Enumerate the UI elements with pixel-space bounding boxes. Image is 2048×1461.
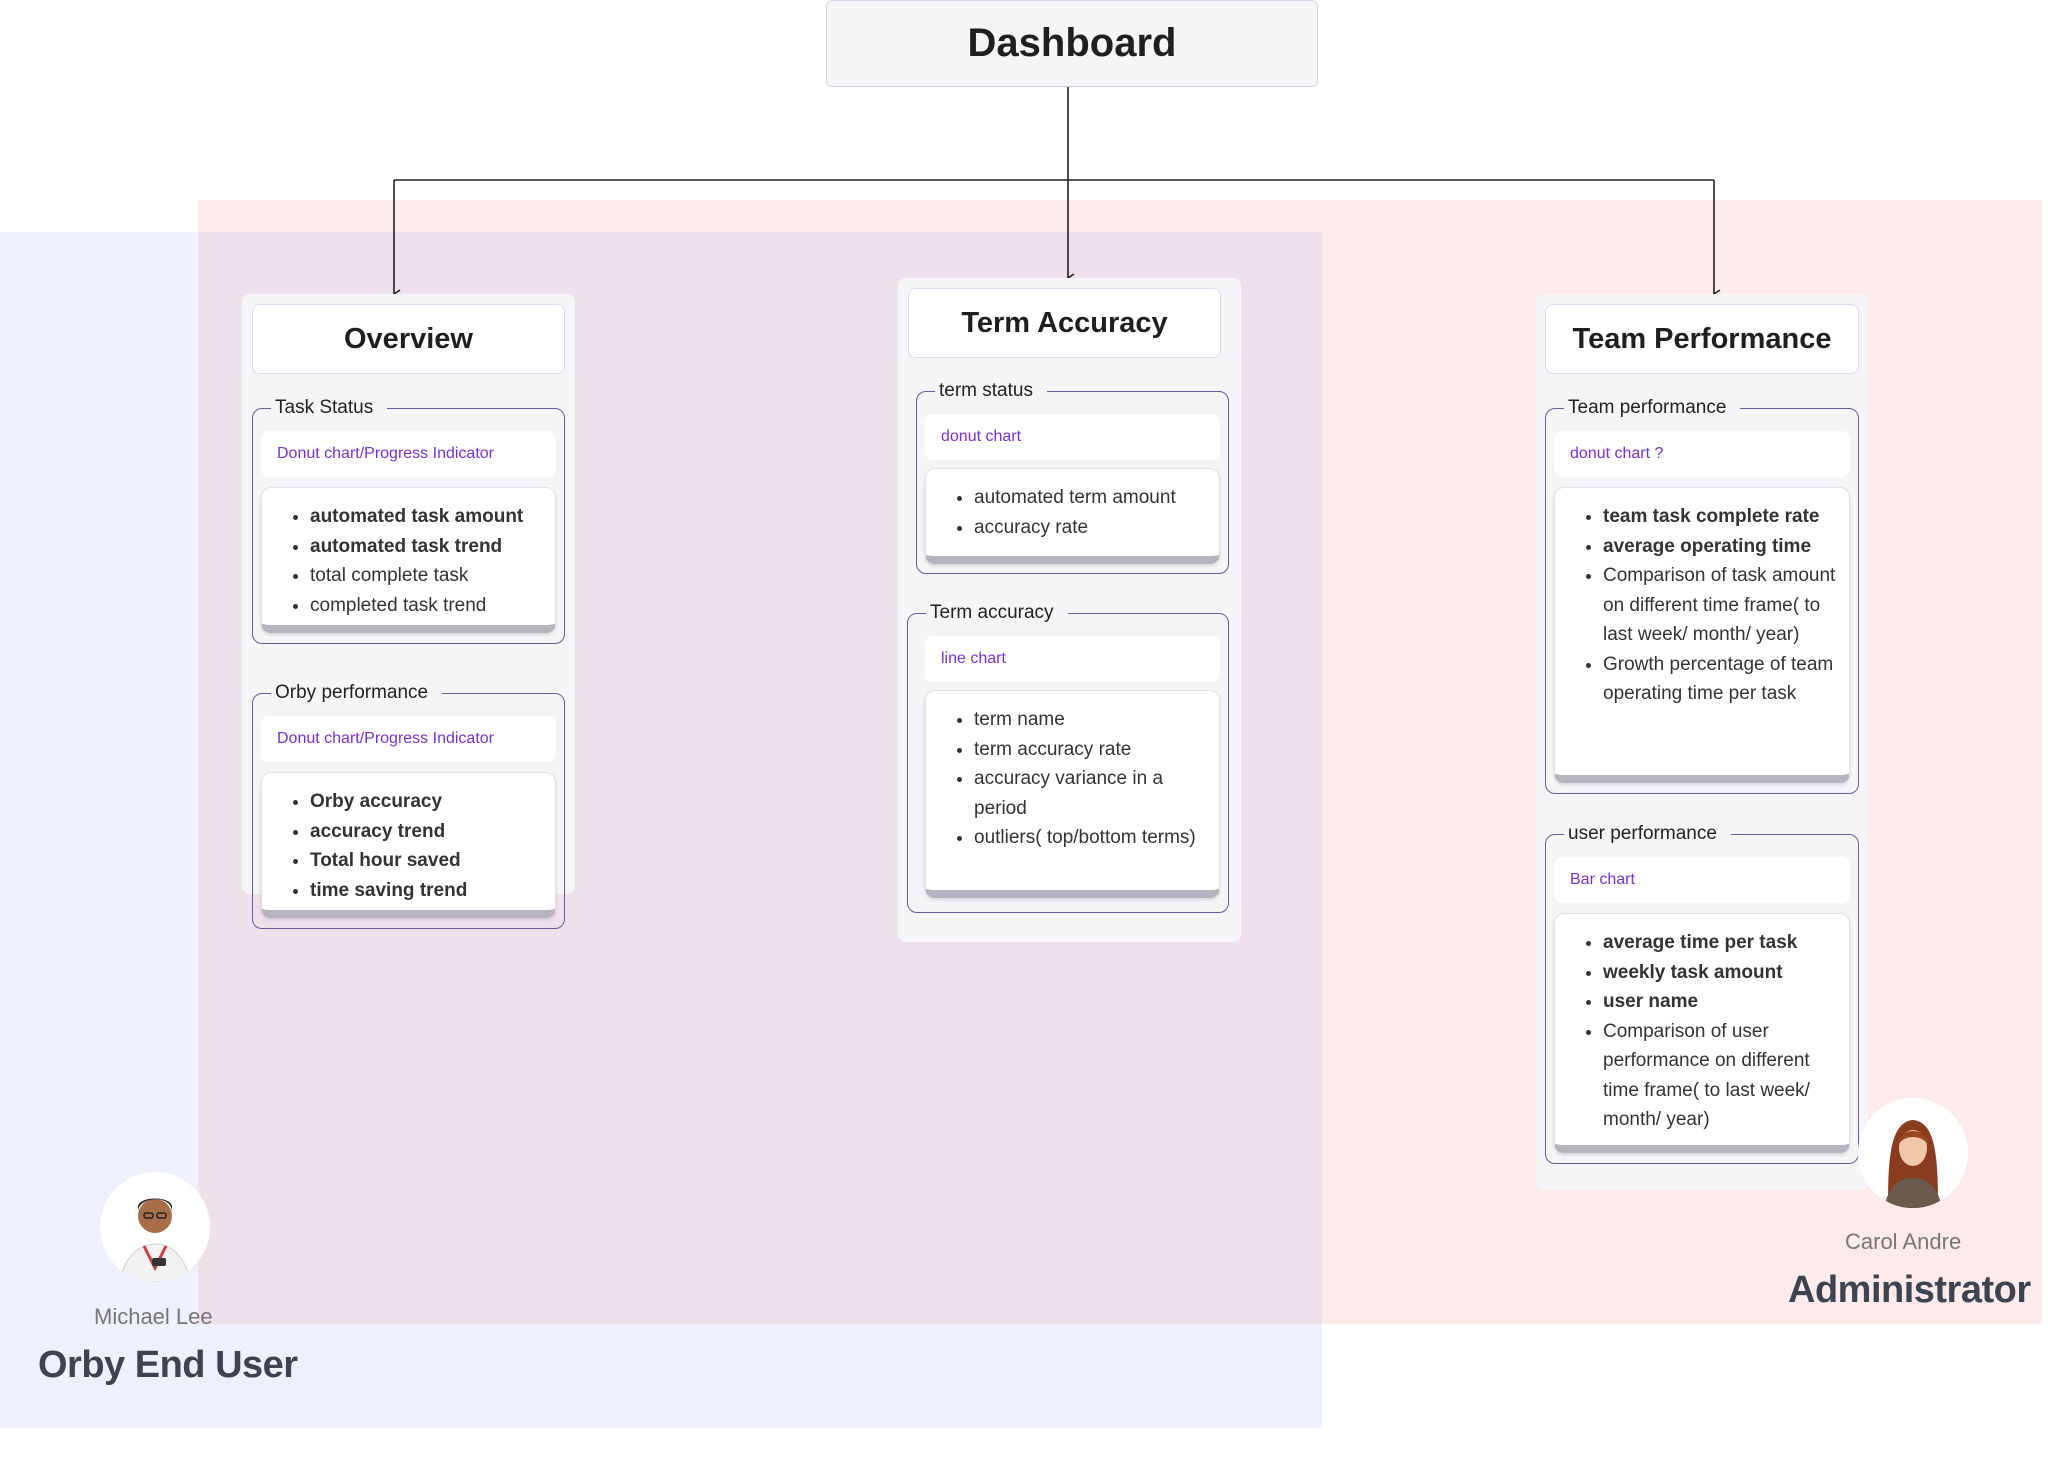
metrics-card: automated task amount automated task tre… [261,487,556,633]
list-item: total complete task [310,561,547,591]
metrics-card: automated term amount accuracy rate [925,468,1220,564]
list-item: weekly task amount [1603,958,1841,988]
admin-role: Administrator [1788,1269,2031,1311]
user-performance-section: user performance Bar chart average time … [1545,822,1859,1164]
list-item: outliers( top/bottom terms) [974,823,1211,853]
dashboard-node: Dashboard [826,0,1318,87]
list-item: automated task amount [310,502,547,532]
metrics-card: average time per task weekly task amount… [1554,913,1850,1153]
team-performance-column: Team Performance Team performance donut … [1536,294,1868,1190]
list-item: accuracy variance in a period [974,764,1211,823]
section-label: Term accuracy [926,601,1068,625]
overview-column: Overview Task Status Donut chart/Progres… [242,294,575,929]
term-accuracy-column: Term Accuracy term status donut chart au… [898,278,1241,942]
end-user-role: Orby End User [38,1344,298,1386]
term-accuracy-title: Term Accuracy [908,288,1221,358]
list-item: time saving trend [310,876,547,906]
metrics-card: team task complete rate average operatin… [1554,487,1850,783]
list-item: average time per task [1603,928,1841,958]
list-item: completed task trend [310,591,547,621]
list-item: average operating time [1603,532,1841,562]
section-label: user performance [1564,822,1731,846]
section-label: term status [935,379,1047,403]
list-item: Total hour saved [310,846,547,876]
metrics-card: Orby accuracy accuracy trend Total hour … [261,772,556,918]
person-icon [1858,1098,1968,1208]
team-performance-section: Team performance donut chart ? team task… [1545,396,1859,794]
section-label: Team performance [1564,396,1741,420]
admin-name: Carol Andre [1845,1229,1962,1254]
list-item: accuracy rate [974,513,1211,543]
metrics-card: term name term accuracy rate accuracy va… [925,690,1220,898]
list-item: automated task trend [310,532,547,562]
chart-type-chip: donut chart [925,414,1220,460]
list-item: automated term amount [974,483,1211,513]
chart-type-chip: donut chart ? [1554,431,1850,477]
list-item: Comparison of user performance on differ… [1603,1017,1841,1135]
list-item: term accuracy rate [974,735,1211,765]
chart-type-chip: line chart [925,636,1220,682]
person-icon [100,1172,210,1282]
list-item: term name [974,705,1211,735]
overview-title: Overview [252,304,565,374]
list-item: Growth percentage of team operating time… [1603,650,1841,709]
team-performance-title: Team Performance [1545,304,1859,374]
list-item: team task complete rate [1603,502,1841,532]
term-status-section: term status donut chart automated term a… [916,379,1229,574]
section-label: Task Status [271,396,388,420]
chart-type-chip: Bar chart [1554,857,1850,903]
term-accuracy-section: Term accuracy line chart term name term … [907,601,1229,913]
end-user-name: Michael Lee [94,1304,213,1329]
michael-lee-avatar [100,1172,210,1282]
carol-andre-avatar [1858,1098,1968,1208]
chart-type-chip: Donut chart/Progress Indicator [261,716,556,762]
list-item: Orby accuracy [310,787,547,817]
list-item: user name [1603,987,1841,1017]
section-label: Orby performance [271,681,443,705]
orby-performance-section: Orby performance Donut chart/Progress In… [252,681,565,929]
list-item: Comparison of task amount on different t… [1603,561,1841,650]
task-status-section: Task Status Donut chart/Progress Indicat… [252,396,565,644]
list-item: accuracy trend [310,817,547,847]
chart-type-chip: Donut chart/Progress Indicator [261,431,556,477]
